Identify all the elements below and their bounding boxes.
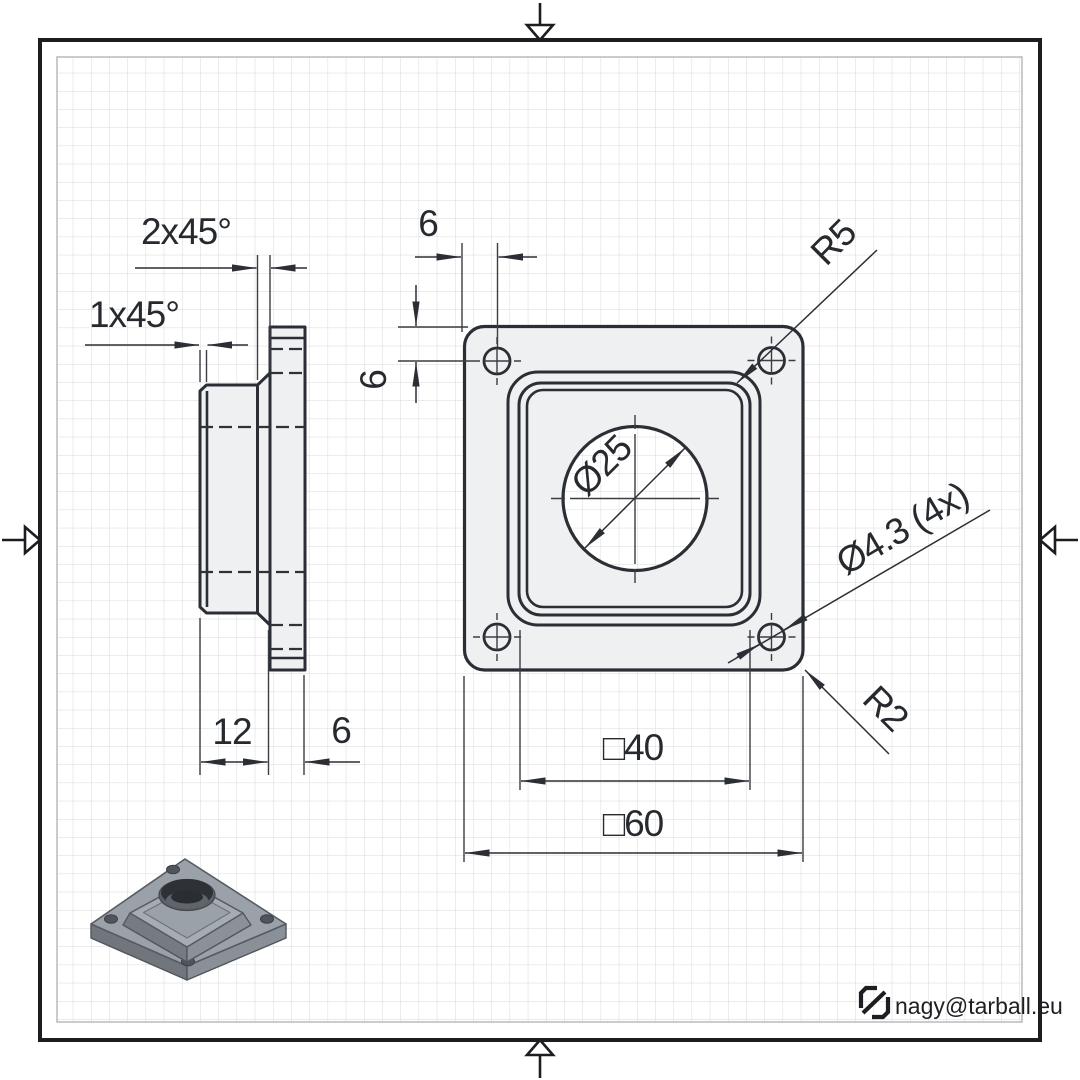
logo-icon bbox=[858, 985, 891, 1020]
dim-plate-square-label: □60 bbox=[603, 803, 664, 844]
dim-hole-offset-v-label: 6 bbox=[353, 370, 394, 390]
watermark: nagy@tarball.eu bbox=[858, 985, 1063, 1020]
isometric-view bbox=[90, 858, 287, 981]
dim-hole-offset-h-label: 6 bbox=[418, 203, 438, 244]
side-view-hidden-lines bbox=[200, 347, 305, 651]
side-view bbox=[198, 325, 307, 672]
registration-mark-left bbox=[2, 524, 42, 556]
dim-chamfer-small-label: 1x45° bbox=[89, 294, 179, 335]
front-view-dimension-lines bbox=[412, 249, 991, 857]
registration-mark-right bbox=[1038, 524, 1078, 556]
boss-chamfer-outline bbox=[525, 388, 744, 609]
registration-mark-bottom bbox=[524, 1038, 556, 1078]
boss-outline bbox=[517, 381, 752, 617]
watermark-email: nagy@tarball.eu bbox=[895, 993, 1063, 1019]
side-view-dimension-lines bbox=[85, 264, 360, 766]
dim-chamfer-large-label: 2x45° bbox=[141, 211, 231, 252]
dim-boss-depth-label: 12 bbox=[212, 711, 251, 752]
registration-mark-top bbox=[524, 3, 556, 42]
boss-base-outline bbox=[506, 370, 762, 627]
dim-boss-square-label: □40 bbox=[603, 727, 664, 768]
side-view-extension-lines bbox=[199, 255, 305, 775]
bolt-holes bbox=[473, 336, 796, 661]
dim-plate-thickness-label: 6 bbox=[331, 710, 351, 751]
